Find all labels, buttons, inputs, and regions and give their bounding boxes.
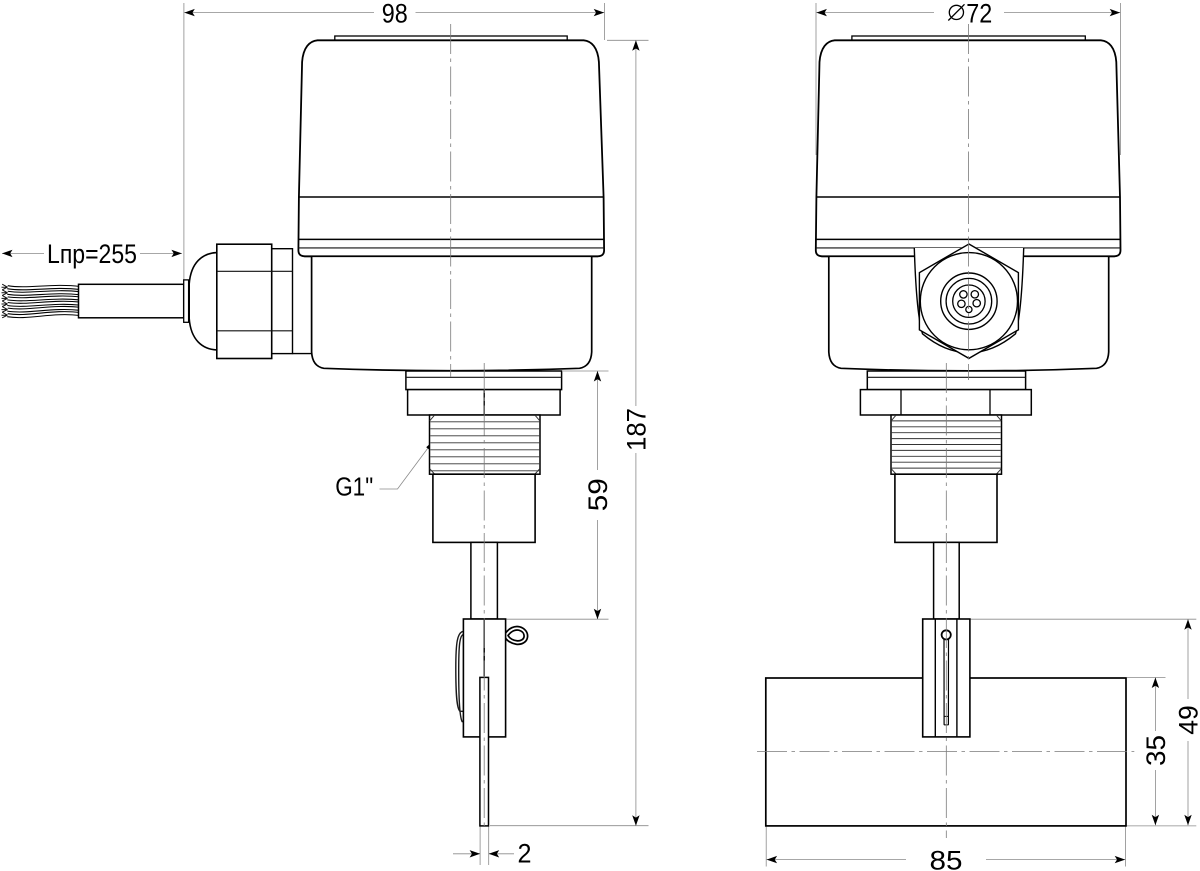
svg-text:85: 85 [930,845,963,871]
svg-text:49: 49 [1173,705,1200,735]
svg-text:G1": G1" [335,471,373,501]
svg-text:72: 72 [966,0,992,28]
svg-text:98: 98 [382,0,408,28]
svg-text:187: 187 [621,408,651,451]
svg-text:59: 59 [583,478,613,511]
svg-text:Lпр=255: Lпр=255 [47,239,137,269]
svg-text:35: 35 [1141,735,1171,766]
svg-text:2: 2 [518,839,532,869]
